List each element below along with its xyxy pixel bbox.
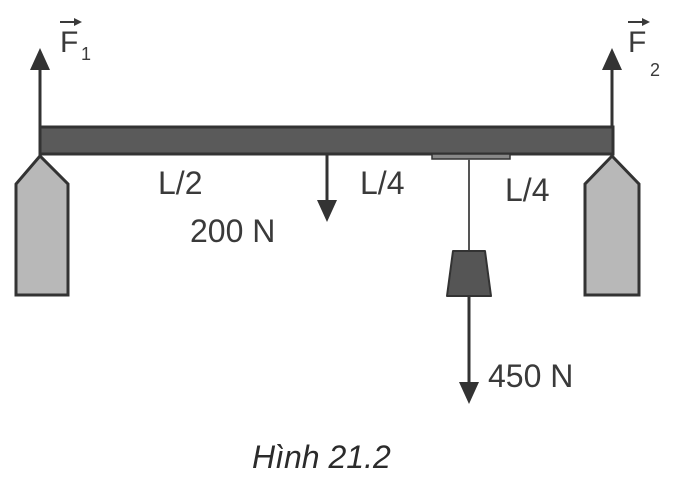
figure-caption: Hình 21.2 [252, 439, 391, 475]
hanger-plate [431, 153, 511, 160]
hanging-weight [446, 250, 492, 297]
segment-right-label: L/4 [505, 172, 549, 208]
beam-weight-arrowhead [317, 200, 337, 222]
force-f2-subscript: 2 [650, 60, 660, 80]
load-weight-label: 450 N [488, 358, 573, 394]
force-f1-label: F 1 [60, 18, 91, 64]
segment-left-label: L/2 [158, 165, 202, 201]
beam-weight-label: 200 N [190, 213, 275, 249]
left-support [14, 153, 70, 297]
vector-arrowhead-icon [642, 18, 650, 26]
beam [38, 125, 615, 156]
segment-middle-label: L/4 [360, 165, 404, 201]
load-weight-arrowhead [459, 382, 479, 404]
right-support [583, 153, 641, 297]
force-f1-arrowhead [30, 48, 50, 70]
force-f2-label: F 2 [628, 18, 660, 80]
force-f2-letter: F [628, 26, 646, 59]
vector-arrowhead-icon [74, 18, 82, 26]
force-f1-subscript: 1 [81, 44, 91, 64]
force-f2-arrowhead [602, 48, 622, 70]
force-f1-letter: F [60, 26, 78, 59]
